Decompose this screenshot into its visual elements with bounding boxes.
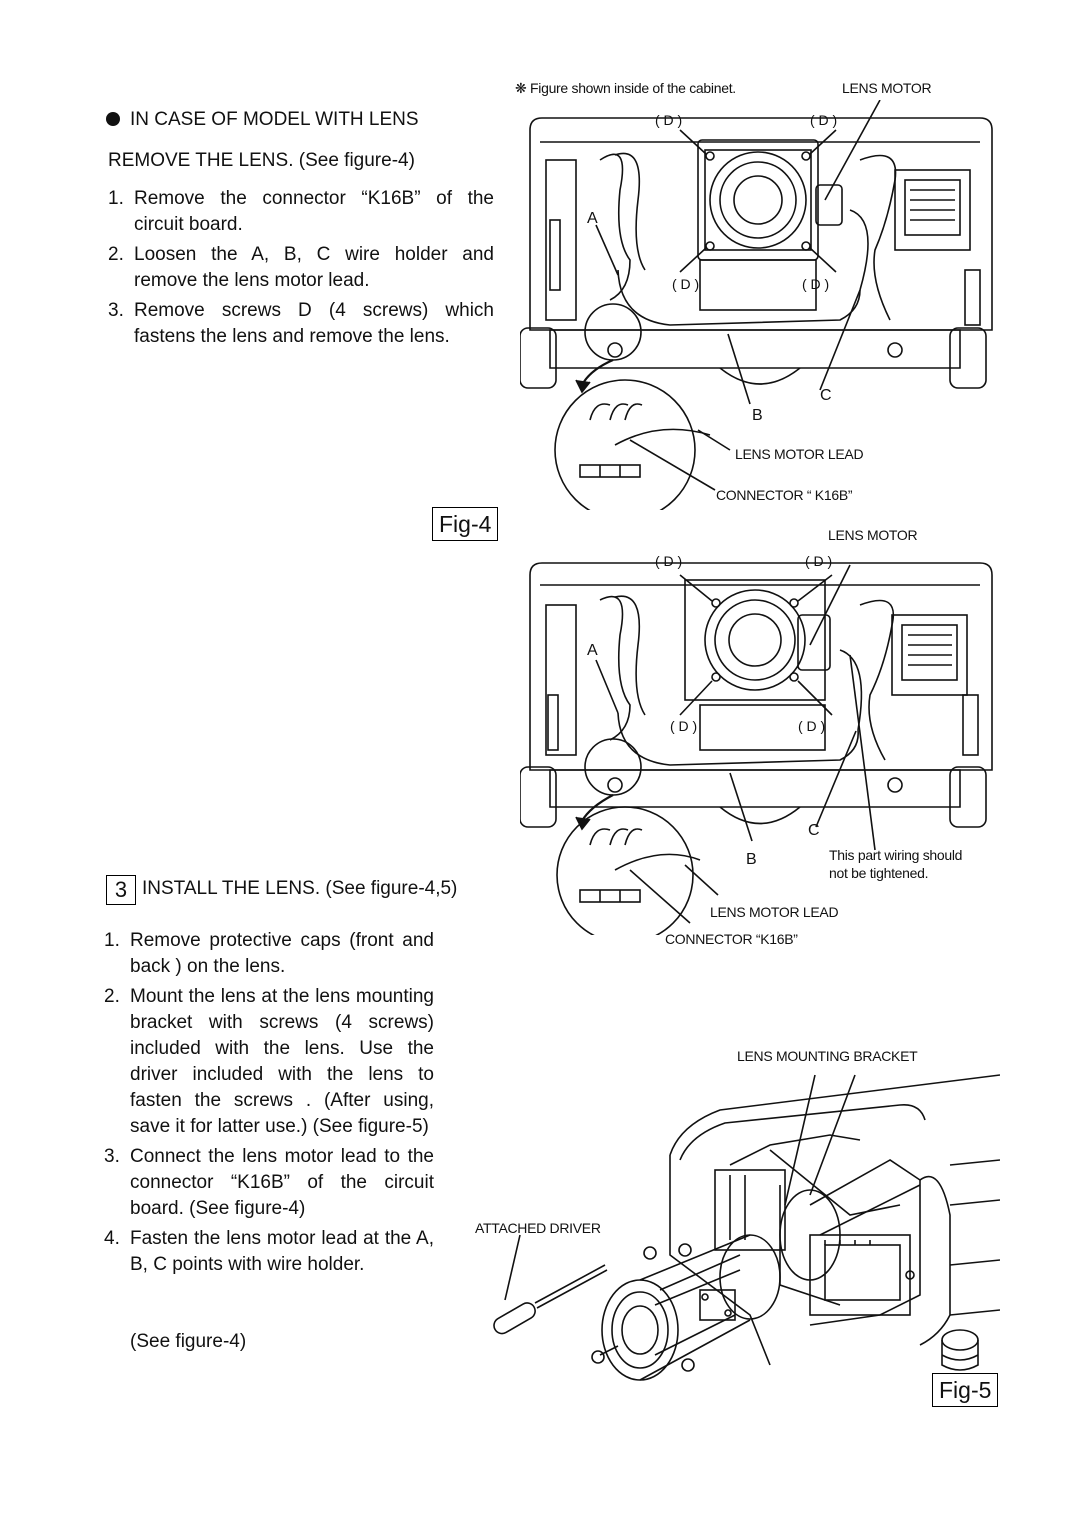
list-item: 2.Loosen the A, B, C wire holder and rem… <box>108 244 494 291</box>
fig4b-b-label: B <box>746 851 757 868</box>
fig4-lens-motor-lead-label: LENS MOTOR LEAD <box>735 446 864 462</box>
bullet-heading: IN CASE OF MODEL WITH LENS <box>106 107 419 133</box>
fig4b-projector-diagram <box>520 562 993 935</box>
fig4b-d-top-left: ( D ) <box>655 553 683 569</box>
fig4-d-bottom-left: ( D ) <box>672 276 700 292</box>
fig4-d-top-left: ( D ) <box>655 112 683 128</box>
fig5-attached-driver-label: ATTACHED DRIVER <box>475 1220 601 1236</box>
fig4b-lens-motor-lead-label: LENS MOTOR LEAD <box>710 904 839 920</box>
install-lens-heading: INSTALL THE LENS. (See figure-4,5) <box>142 878 458 899</box>
list-item: 1.Remove the connector “K16B” of the cir… <box>108 188 494 235</box>
fig4-lens-motor-label: LENS MOTOR <box>842 80 932 96</box>
fig4-note: ❋ Figure shown inside of the cabinet. <box>515 80 736 96</box>
fig4b-d-bottom-left: ( D ) <box>670 718 698 734</box>
fig-5-caption: Fig-5 <box>932 1373 999 1407</box>
fig4b-lens-motor-label: LENS MOTOR <box>828 527 918 543</box>
list-item: 3.Connect the lens motor lead to the con… <box>104 1146 434 1219</box>
fig4b-wiring-note-2: not be tightened. <box>829 865 929 881</box>
fig-4-caption: Fig-4 <box>432 507 499 541</box>
see-figure-note: (See figure-4) <box>130 1331 247 1352</box>
fig4-connector-label: CONNECTOR “ K16B” <box>716 487 853 503</box>
fig4b-d-bottom-right: ( D ) <box>798 718 826 734</box>
fig4b-connector-label: CONNECTOR “K16B” <box>665 931 798 947</box>
fig5-lens-mounting-diagram <box>493 1074 1000 1381</box>
fig4-a-label: A <box>587 210 598 227</box>
fig4b-wiring-note-1: This part wiring should <box>829 847 963 863</box>
fig4b-c-label: C <box>808 822 820 839</box>
install-steps-list: 1.Remove protective caps (front and back… <box>104 928 434 1282</box>
remove-lens-heading: REMOVE THE LENS. (See figure-4) <box>108 150 415 171</box>
step-number-badge: 3 <box>106 875 136 905</box>
fig4-c-label: C <box>820 387 832 404</box>
fig4-d-top-right: ( D ) <box>810 112 838 128</box>
list-item: 4.Fasten the lens motor lead at the A, B… <box>104 1228 434 1275</box>
fig4-projector-diagram <box>520 100 993 510</box>
fig4-d-bottom-right: ( D ) <box>802 276 830 292</box>
list-item: 2.Mount the lens at the lens mounting br… <box>104 986 434 1137</box>
remove-steps-list: 1.Remove the connector “K16B” of the cir… <box>108 186 494 354</box>
list-item: 3.Remove screws D (4 screws) which faste… <box>108 300 494 347</box>
fig4b-a-label: A <box>587 642 598 659</box>
fig5-lens-mounting-bracket-label: LENS MOUNTING BRACKET <box>737 1048 918 1064</box>
list-item: 1.Remove protective caps (front and back… <box>104 930 434 977</box>
bullet-icon <box>106 112 120 126</box>
fig4b-d-top-right: ( D ) <box>805 553 833 569</box>
fig4-b-label: B <box>752 407 763 424</box>
